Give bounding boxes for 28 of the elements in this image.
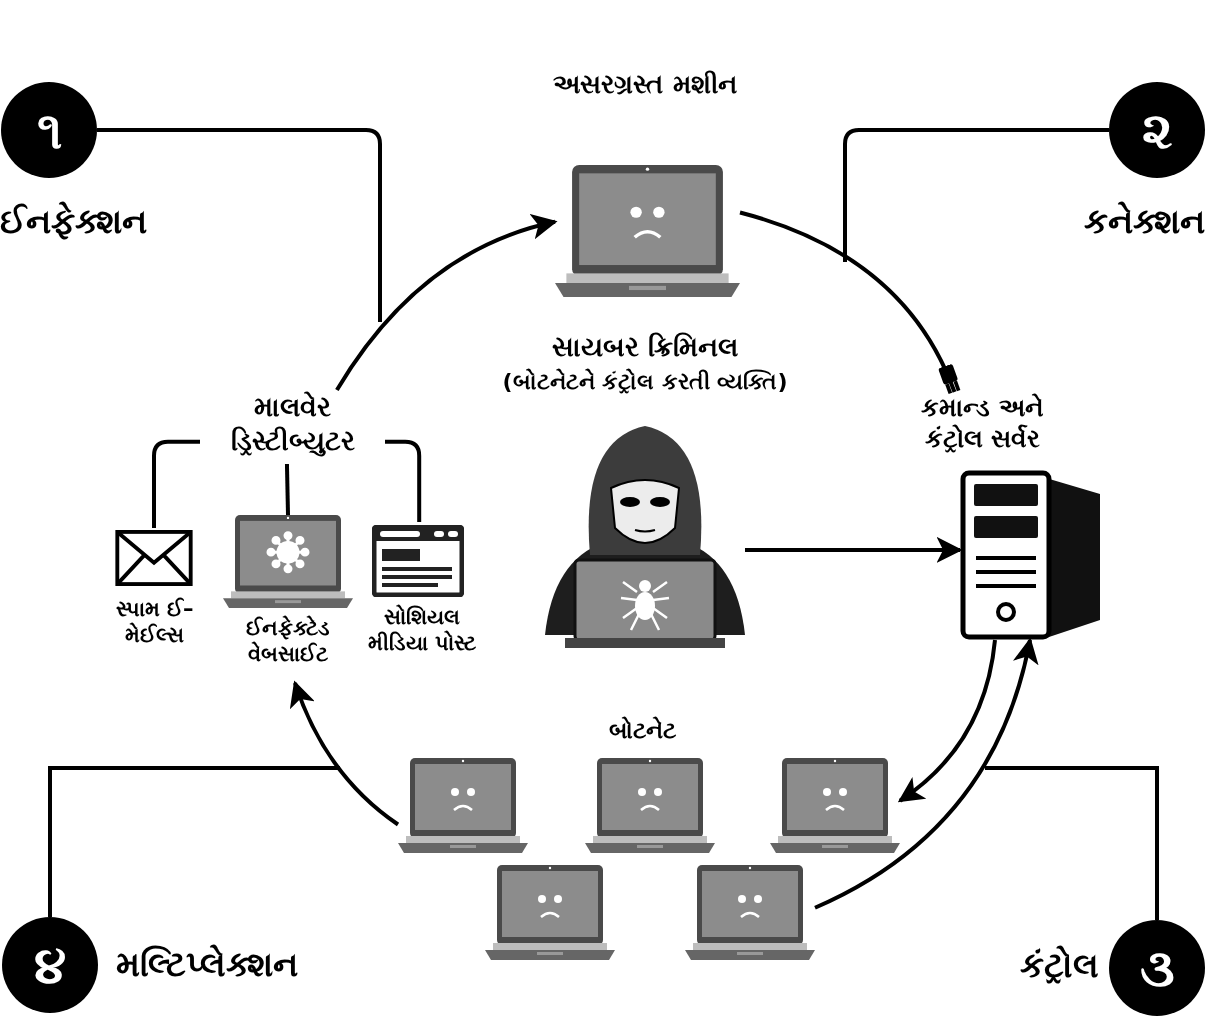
arrow	[897, 639, 997, 803]
criminal-note: (બોટનેટને કંટ્રોલ કરતી વ્યક્તિ)	[501, 368, 789, 396]
step-label: ઈનફેક્શન	[0, 200, 148, 243]
distributor-label: માલવેર ડ્રિસ્ટીબ્યુટર	[229, 390, 356, 458]
plug-cable	[739, 210, 961, 395]
step-number-badge: ૪	[2, 917, 98, 1013]
step-number-badge: ૩	[1109, 920, 1205, 1016]
step-label: કંટ્રોલ	[1019, 944, 1099, 987]
machine-label: અસરગ્રસ્ત મશીન	[552, 68, 738, 101]
leader-line	[985, 766, 1159, 920]
leader-line	[48, 766, 340, 917]
arrow	[745, 536, 963, 563]
criminal-label: સાયબર ક્રિમિનલ	[550, 330, 740, 364]
item-label: સ્પામ ઈ–મેઈલ્સ	[114, 596, 195, 649]
connector-line	[385, 439, 422, 522]
server-label: કમાન્ડ અને કંટ્રોલ સર્વર	[920, 392, 1045, 455]
step-number-badge: ૧	[1, 82, 97, 178]
connector-line	[284, 463, 290, 516]
step-number-badge: ૨	[1109, 82, 1205, 178]
botnet-label: બોટનેટ	[608, 716, 677, 745]
arrow	[335, 214, 558, 392]
leader-line	[97, 128, 382, 322]
leader-line	[843, 128, 1109, 262]
item-label: સોશિયલ મીડિયા પોસ્ટ	[366, 604, 478, 657]
step-label: કનેક્શન	[1083, 200, 1205, 243]
step-label: મલ્ટિપ્લેક્શન	[116, 943, 299, 986]
item-label: ઈનફેક્ટેડ વેબસાઈટ	[245, 615, 331, 668]
connector-line	[152, 439, 200, 528]
